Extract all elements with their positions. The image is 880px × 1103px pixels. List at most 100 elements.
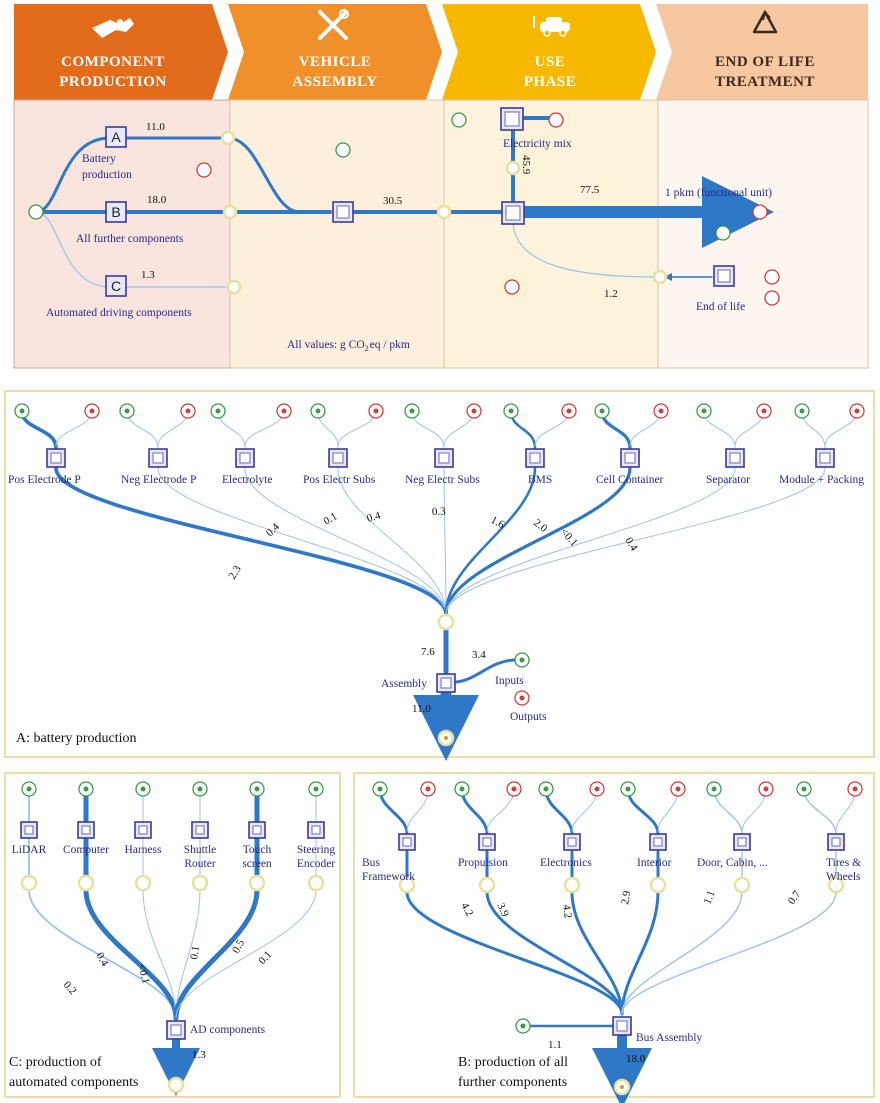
bus-component-box-inner	[737, 837, 747, 847]
battery-component-box-inner	[729, 452, 741, 464]
recycle-icon	[752, 9, 778, 34]
bus-emission-dot	[511, 786, 517, 792]
bus-component-flow	[570, 890, 624, 1016]
battery-component-label: Neg Electr Subs	[405, 474, 480, 486]
stage-use-phase: USE PHASE	[442, 4, 656, 100]
stage-end-of-life-line2: TREATMENT	[715, 74, 815, 90]
overview-panel: A B C	[13, 99, 869, 369]
assembly-input-node	[335, 142, 351, 158]
stage-use-phase-line2: PHASE	[524, 74, 577, 90]
ad-component-flow	[173, 887, 260, 1021]
ad-component-ring	[77, 874, 95, 892]
battery-component-label: Module + Packing	[779, 474, 864, 486]
bus-component-flow	[620, 890, 660, 1016]
ad-component-ring	[248, 874, 266, 892]
automated-caption-1: C: production of	[9, 1055, 102, 1070]
stage-component-production-line2: PRODUCTION	[59, 74, 167, 90]
battery-component-flow	[244, 467, 447, 615]
bus-component-ring	[733, 876, 751, 894]
bus-assembly-label: Bus Assembly	[636, 1032, 702, 1044]
stage-end-of-life: END OF LIFE TREATMENT	[656, 4, 868, 100]
bus-component-box-inner	[567, 837, 577, 847]
bus-emission-dot	[763, 786, 769, 792]
battery-input-dot	[508, 408, 514, 414]
bus-component-label: Tires &	[826, 857, 861, 869]
eol-value: 1.2	[604, 288, 618, 300]
ad-component-label-2: Encoder	[297, 858, 335, 870]
electricity-box	[500, 107, 524, 131]
ad-total-value: 1.3	[192, 1049, 206, 1061]
bus-emission-dot	[675, 786, 681, 792]
stage-ring	[226, 279, 242, 295]
bus-emission-dot	[425, 786, 431, 792]
bus-component-flow	[405, 890, 624, 1016]
stage-component-production: COMPONENT PRODUCTION	[14, 4, 228, 100]
further-components-label: All further components	[76, 233, 184, 245]
battery-component-flow	[445, 467, 826, 615]
stage-vehicle-assembly: VEHICLE ASSEMBLY	[228, 4, 442, 100]
battery-emission-dot	[373, 408, 379, 414]
battery-emission-dot	[761, 408, 767, 414]
bus-component-box-inner	[831, 837, 841, 847]
battery-component-label: Neg Electrode P	[121, 474, 196, 486]
end-of-life-label: End of life	[696, 301, 745, 313]
battery-flow-value: 0.1	[322, 510, 340, 527]
ad-flow-value: <0.1	[135, 963, 152, 985]
bus-component-label: Propulsion	[458, 857, 508, 869]
battery-component-flow	[157, 467, 447, 615]
battery-input-dot	[215, 408, 221, 414]
battery-emission-dot	[471, 408, 477, 414]
stage-end-of-life-line1: END OF LIFE	[715, 54, 815, 70]
ad-input-dot	[140, 786, 146, 792]
ad-input-dot	[197, 786, 203, 792]
automated-caption-2: automated components	[9, 1075, 138, 1090]
ad-component-box-inner	[252, 825, 262, 835]
bus-component-label: Door, Cabin, ...	[697, 857, 768, 869]
ad-components-label: Automated driving components	[46, 307, 192, 319]
ad-component-label: Harness	[124, 844, 162, 856]
eol-input-node	[715, 225, 731, 241]
battery-collector-ring	[437, 613, 455, 631]
ad-component-ring	[134, 874, 152, 892]
bus-flow-value: 4.2	[560, 904, 574, 919]
ad-component-label: Steering	[297, 844, 336, 856]
ad-component-box-inner	[81, 825, 91, 835]
bus-input-dot	[459, 786, 465, 792]
bus-inputs-value: 1.1	[548, 1039, 562, 1051]
further-box-b: B	[105, 201, 127, 223]
battery-component-label: BMS	[528, 474, 552, 486]
bus-component-box-inner	[402, 837, 412, 847]
ad-flow-value: 0.1	[188, 945, 202, 961]
bus-component-label: Interior	[637, 857, 672, 869]
stage-use-phase-line1: USE	[535, 54, 566, 70]
battery-component-box-inner	[239, 452, 251, 464]
battery-component-box-inner	[152, 452, 164, 464]
battery-box-a: A	[105, 126, 127, 148]
ad-component-label-2: Router	[184, 858, 215, 870]
battery-component-label: Pos Electr Subs	[303, 474, 376, 486]
battery-component-flow	[54, 466, 448, 616]
battery-production-label-1: Battery	[82, 153, 116, 165]
ad-component-box-inner	[311, 825, 321, 835]
bus-component-box-inner	[653, 837, 663, 847]
bus-flow-value: 4.2	[458, 901, 475, 919]
use-value: 77.5	[580, 184, 600, 196]
ad-component-flow	[83, 887, 179, 1021]
battery-emission-dot	[854, 408, 860, 414]
battery-component-label: Pos Electrode P	[8, 474, 81, 486]
bus-input-dot	[801, 786, 807, 792]
ad-component-label: Shuttle	[184, 844, 217, 856]
bus-emission-dot	[594, 786, 600, 792]
stage-ring	[436, 204, 452, 220]
battery-emission-dot	[566, 408, 572, 414]
ad-component-label: LiDAR	[12, 844, 47, 856]
ad-flow-value: 0.5	[230, 937, 247, 955]
units-note: All values: g CO2eq / pkm	[287, 339, 410, 353]
ad-input-dot	[83, 786, 89, 792]
bus-component-ring	[827, 876, 845, 894]
electricity-mix-label: Electricity mix	[503, 138, 572, 150]
battery-flow-value: 0.4	[366, 509, 383, 524]
assembly-value: 30.5	[383, 195, 403, 207]
ad-component-box-inner	[195, 825, 205, 835]
